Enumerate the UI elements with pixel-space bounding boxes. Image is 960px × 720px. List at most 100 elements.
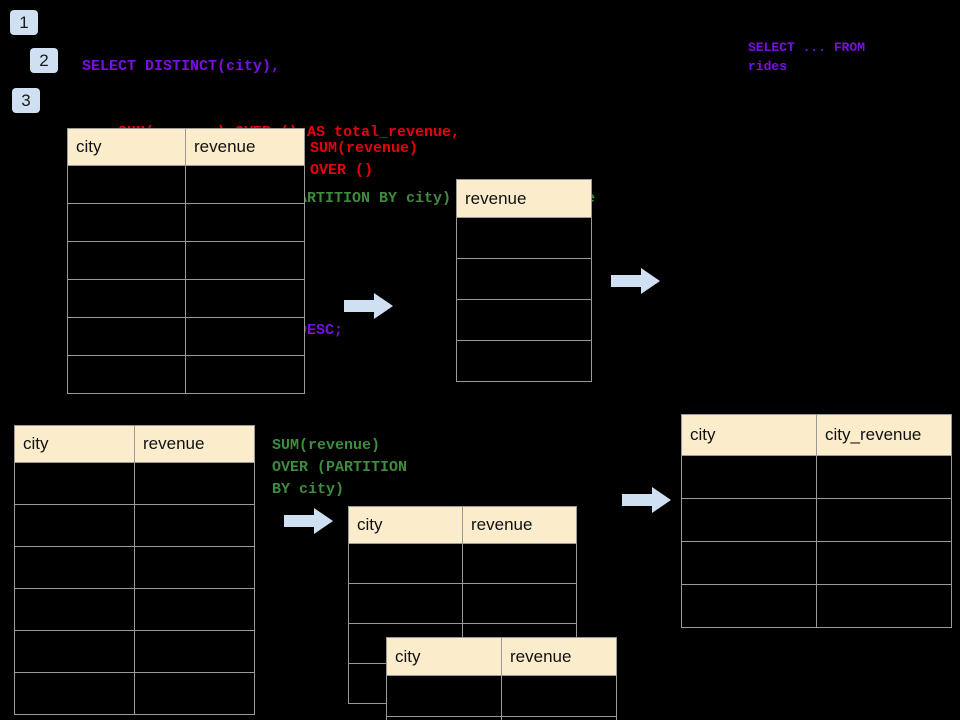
city-revenue-result-table: city city_revenue [681, 414, 952, 628]
step-badge-2-label: 2 [39, 51, 49, 70]
column-header-city: city [67, 128, 186, 166]
table-row [14, 462, 255, 505]
table-cell [134, 630, 255, 673]
table-cell [14, 630, 135, 673]
table-cell [134, 672, 255, 715]
table-cell [816, 455, 952, 499]
table-cell [348, 583, 463, 624]
table-cell [386, 716, 502, 720]
table-cell [185, 241, 305, 280]
table-cell [816, 498, 952, 542]
table-row [681, 541, 952, 585]
rides-source-table-top: city revenue [67, 128, 305, 394]
table-header-row: city revenue [386, 637, 617, 676]
table-cell [67, 279, 186, 318]
table-row [456, 340, 592, 382]
table-header-row: city revenue [67, 128, 305, 166]
table-row [67, 241, 305, 280]
partition-group-table-back: city revenue [348, 506, 577, 704]
table-row [14, 630, 255, 673]
rides-source-table-bottom: city revenue [14, 425, 255, 715]
table-cell [67, 317, 186, 356]
column-header-city: city [14, 425, 135, 463]
arrow-right-icon [284, 508, 333, 534]
table-cell [14, 546, 135, 589]
table-row [456, 217, 592, 259]
arrow-right-icon [622, 487, 671, 513]
step-badge-3: 3 [12, 88, 40, 113]
table-cell [134, 504, 255, 547]
step-badge-2: 2 [30, 48, 58, 73]
table-row [386, 675, 617, 717]
table-row [14, 672, 255, 715]
table-cell [681, 584, 817, 628]
table-row [456, 258, 592, 300]
table-cell [386, 675, 502, 717]
table-cell [501, 716, 617, 720]
table-cell [501, 675, 617, 717]
arrow-partition-to-result [622, 486, 672, 519]
table-row [14, 588, 255, 631]
table-cell [14, 588, 135, 631]
column-header-city: city [681, 414, 817, 456]
table-cell [456, 217, 592, 259]
column-header-city-revenue: city_revenue [816, 414, 952, 456]
annotation-partition-by-city: SUM(revenue) OVER (PARTITION BY city) [272, 437, 408, 498]
table-cell [67, 241, 186, 280]
table-row [456, 299, 592, 341]
table-cell [462, 543, 577, 584]
arrow-source-to-partition [284, 507, 334, 540]
table-header-row: city revenue [14, 425, 255, 463]
table-cell [67, 203, 186, 242]
total-revenue-table: revenue [456, 179, 592, 382]
table-row [14, 546, 255, 589]
table-cell [134, 462, 255, 505]
table-cell [14, 504, 135, 547]
table-row [348, 543, 577, 584]
table-row [348, 583, 577, 624]
table-cell [681, 541, 817, 585]
select-from-rides-label: SELECT ... FROM rides [748, 40, 873, 74]
step-badge-3-label: 3 [21, 91, 31, 110]
partition-group-table-front: city revenue [386, 637, 617, 720]
column-header-revenue: revenue [185, 128, 305, 166]
table-header-row: city city_revenue [681, 414, 952, 456]
table-row [681, 455, 952, 499]
column-header-city: city [386, 637, 502, 676]
table-cell [681, 455, 817, 499]
table-row [67, 355, 305, 394]
table-cell [185, 203, 305, 242]
table-cell [14, 672, 135, 715]
table-row [386, 716, 617, 720]
arrow-right-icon [344, 293, 393, 319]
table-cell [456, 258, 592, 300]
table-row [681, 498, 952, 542]
arrow-total-to-result [611, 267, 661, 300]
table-cell [14, 462, 135, 505]
table-cell [134, 546, 255, 589]
column-header-revenue: revenue [462, 506, 577, 544]
table-cell [185, 165, 305, 204]
table-cell [67, 165, 186, 204]
step-badge-1-label: 1 [19, 13, 29, 32]
table-row [67, 317, 305, 356]
table-row [67, 279, 305, 318]
table-row [14, 504, 255, 547]
table-cell [185, 279, 305, 318]
table-cell [67, 355, 186, 394]
table-cell [134, 588, 255, 631]
table-row [67, 203, 305, 242]
table-cell [681, 498, 817, 542]
column-header-revenue: revenue [134, 425, 255, 463]
table-cell [456, 299, 592, 341]
table-cell [816, 584, 952, 628]
column-header-revenue: revenue [456, 179, 592, 218]
column-header-revenue: revenue [501, 637, 617, 676]
step-badge-1: 1 [10, 10, 38, 35]
table-header-row: revenue [456, 179, 592, 218]
table-header-row: city revenue [348, 506, 577, 544]
table-cell [462, 583, 577, 624]
arrow-right-icon [611, 268, 660, 294]
table-row [67, 165, 305, 204]
